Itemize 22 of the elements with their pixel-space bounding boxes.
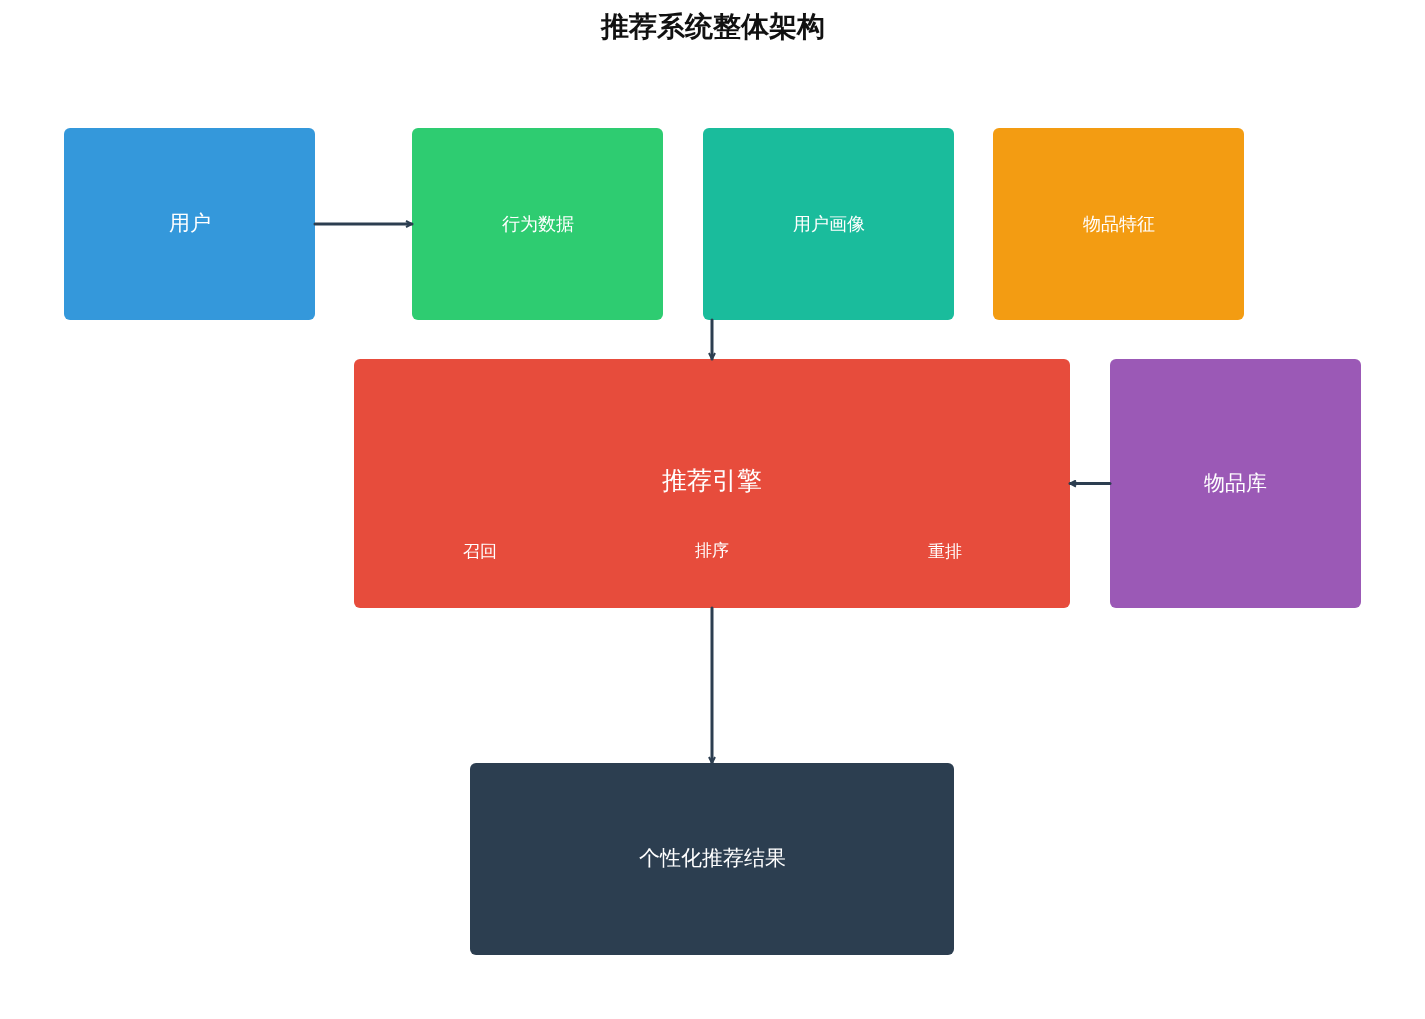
node-label: 物品库 (1203, 470, 1268, 497)
arrow (313, 220, 414, 228)
arrow (1068, 479, 1112, 488)
stage-label: 排序 (695, 538, 729, 562)
feature-box (993, 128, 1244, 320)
node-label: 用户 (167, 211, 212, 237)
profile-box (703, 128, 954, 320)
user-box (64, 128, 315, 320)
engine-box (354, 359, 1070, 608)
node-label: 推荐引擎 (661, 466, 763, 496)
library-box (1110, 359, 1361, 608)
diagram-title: 推荐系统整体架构 (599, 9, 826, 45)
arrow (708, 318, 716, 361)
stage-label: 重排 (928, 539, 962, 563)
node-label: 物品特征 (1081, 213, 1156, 235)
node-label: 行为数据 (500, 213, 575, 235)
arrow (708, 606, 716, 765)
result-box (470, 763, 954, 955)
node-label: 个性化推荐结果 (637, 846, 787, 872)
node-label: 用户画像 (791, 213, 866, 235)
stage-label: 召回 (463, 539, 497, 563)
data-box (412, 128, 663, 320)
